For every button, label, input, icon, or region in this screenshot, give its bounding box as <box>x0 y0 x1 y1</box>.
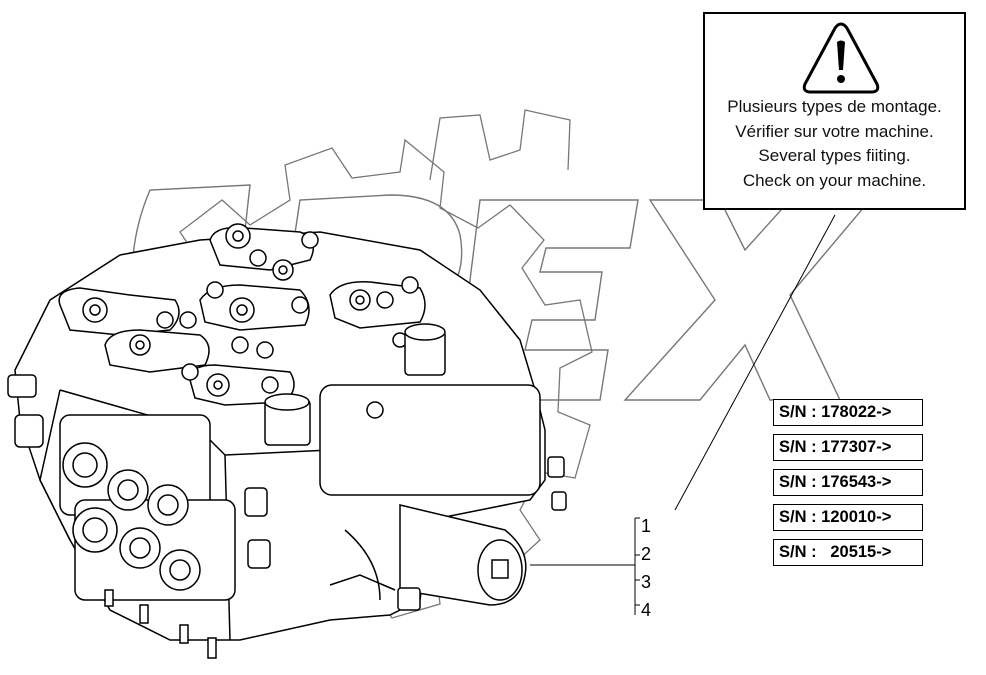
serial-number-range-1: S/N : 178022-> <box>773 399 923 426</box>
warning-text: Plusieurs types de montage. Vérifier sur… <box>705 95 964 193</box>
serial-number-range-5: S/N : 20515-> <box>773 539 923 566</box>
warning-triangle-icon <box>802 22 880 94</box>
serial-number-range-4: S/N : 120010-> <box>773 504 923 531</box>
leader-lines <box>530 214 836 615</box>
callout-number-4: 4 <box>641 600 652 620</box>
warning-line-fr-2: Vérifier sur votre machine. <box>735 121 934 141</box>
callout-number-1: 1 <box>641 516 652 536</box>
warning-line-fr-1: Plusieurs types de montage. <box>727 97 942 116</box>
callout-number-2: 2 <box>641 544 652 564</box>
warning-notice: Plusieurs types de montage. Vérifier sur… <box>703 12 966 210</box>
callout-number-3: 3 <box>641 572 652 592</box>
serial-number-range-2: S/N : 177307-> <box>773 434 923 461</box>
warning-line-en-1: Several types fiiting. <box>758 146 911 165</box>
warning-line-en-2: Check on your machine. <box>742 170 927 190</box>
serial-number-range-3: S/N : 176543-> <box>773 469 923 496</box>
control-valve-assembly <box>7 223 567 659</box>
